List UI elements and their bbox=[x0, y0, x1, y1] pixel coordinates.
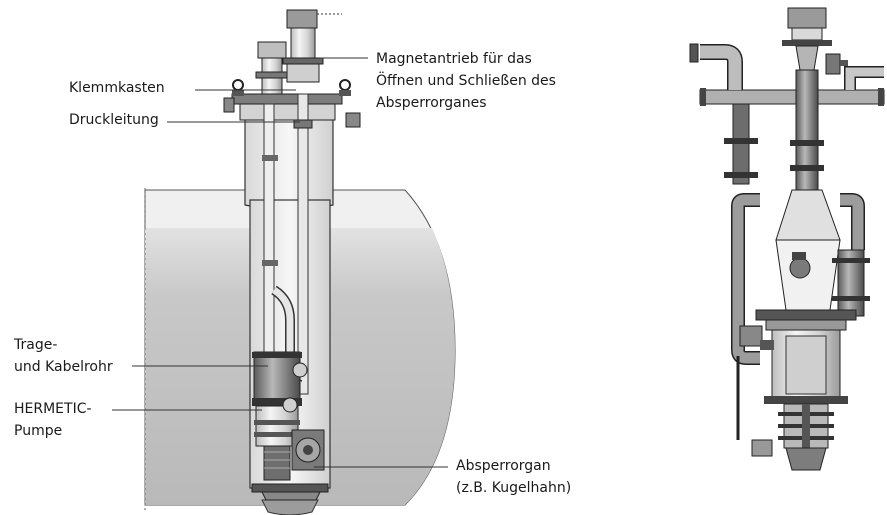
inlet-strainer bbox=[263, 445, 291, 481]
tank-dome bbox=[244, 117, 334, 211]
pump-column bbox=[223, 9, 361, 501]
central-column bbox=[795, 69, 819, 191]
label-magnetantrieb-line3: Absperrorganes bbox=[376, 95, 487, 111]
label-absperrorgan: Absperrorgan (z.B. Kugelhahn) bbox=[456, 455, 571, 499]
label-absperrorgan-line1: Absperrorgan bbox=[456, 458, 551, 474]
top-flange bbox=[231, 93, 343, 105]
label-trage-line1: Trage- bbox=[14, 337, 58, 353]
hermetic-pump bbox=[255, 405, 299, 447]
lifting-lug-right bbox=[339, 79, 351, 91]
label-magnetantrieb: Magnetantrieb für das Öffnen und Schließ… bbox=[376, 48, 556, 114]
carrier-cable-tube bbox=[263, 103, 275, 355]
terminal-box bbox=[257, 41, 287, 59]
pump-installation-right bbox=[689, 7, 885, 471]
header-pipe bbox=[699, 89, 885, 105]
solenoid-drive bbox=[286, 9, 318, 29]
tank-sump bbox=[261, 499, 319, 515]
pump-motor bbox=[253, 351, 301, 401]
valve-actuator bbox=[787, 7, 827, 29]
leader-lines bbox=[112, 57, 448, 468]
label-klemmkasten: Klemmkasten bbox=[69, 80, 165, 96]
label-trage-line2: und Kabelrohr bbox=[14, 359, 113, 375]
label-trage: Trage- und Kabelrohr bbox=[14, 334, 113, 378]
discharge-line bbox=[297, 93, 309, 395]
label-magnetantrieb-line1: Magnetantrieb für das bbox=[376, 51, 532, 67]
label-hermetic-line1: HERMETIC- bbox=[14, 401, 92, 417]
pump-flange bbox=[755, 309, 857, 321]
label-absperrorgan-line2: (z.B. Kugelhahn) bbox=[456, 480, 572, 496]
label-hermetic: HERMETIC- Pumpe bbox=[14, 398, 92, 442]
label-druckleitung: Druckleitung bbox=[69, 112, 159, 128]
lifting-lug-left bbox=[232, 79, 244, 91]
label-magnetantrieb-line2: Öffnen und Schließen des bbox=[376, 73, 556, 89]
label-hermetic-line2: Pumpe bbox=[14, 423, 63, 439]
